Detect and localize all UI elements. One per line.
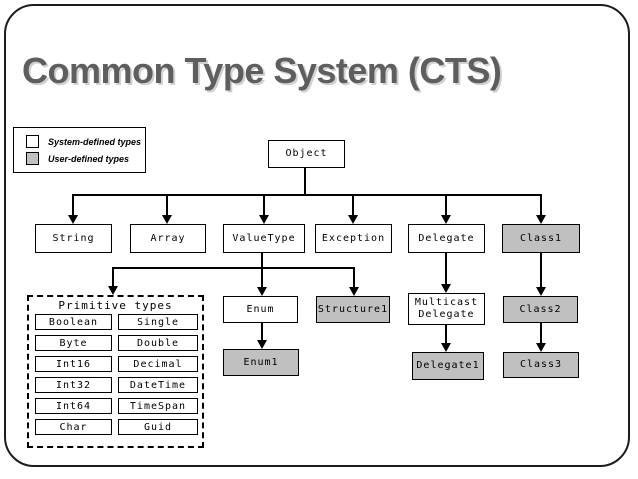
arrowhead-structure1 xyxy=(349,287,359,296)
arrowhead-class3 xyxy=(536,343,546,352)
node-enum: Enum xyxy=(223,296,298,323)
node-array: Array xyxy=(130,224,206,253)
prim-box-char: Char xyxy=(35,419,112,435)
arrowhead-string xyxy=(68,215,78,224)
prim-box-single: Single xyxy=(118,314,198,330)
user-defined-swatch xyxy=(26,152,39,165)
arrowhead-enum xyxy=(257,287,267,296)
arrowhead-delegate xyxy=(441,215,451,224)
prim-box-guid: Guid xyxy=(118,419,198,435)
prim-box-decimal: Decimal xyxy=(118,356,198,372)
primitive-types-title: Primitive types xyxy=(58,299,173,312)
node-class1: Class1 xyxy=(502,224,580,253)
connector-to-array xyxy=(166,195,168,215)
legend: System-defined types User-defined types xyxy=(13,127,146,173)
arrowhead-class1 xyxy=(536,215,546,224)
arrowhead-exception xyxy=(348,215,358,224)
prim-box-boolean: Boolean xyxy=(35,314,112,330)
node-class3: Class3 xyxy=(503,352,579,378)
connector-to-string xyxy=(72,195,74,215)
node-multicast-delegate: Multicast Delegate xyxy=(408,293,485,325)
node-structure1: Structure1 xyxy=(316,296,390,323)
node-object: Object xyxy=(268,140,345,168)
connector-valuetype-rail xyxy=(112,267,355,269)
connector-class2-class3 xyxy=(540,323,542,343)
connector-object-stem xyxy=(304,168,306,196)
node-exception: Exception xyxy=(315,224,392,253)
arrowhead-primitives xyxy=(108,286,118,295)
slide-title: Common Type System (CTS) xyxy=(22,50,502,91)
prim-box-datetime: DateTime xyxy=(118,377,198,393)
connector-to-primitives xyxy=(112,267,114,286)
prim-box-timespan: TimeSpan xyxy=(118,398,198,414)
legend-label: System-defined types xyxy=(48,136,142,147)
legend-label: User-defined types xyxy=(48,153,130,164)
node-delegate1: Delegate1 xyxy=(412,352,484,380)
prim-box-int32: Int32 xyxy=(35,377,112,393)
connector-level2-rail xyxy=(72,194,542,196)
prim-box-byte: Byte xyxy=(35,335,112,351)
connector-to-delegate xyxy=(445,195,447,215)
legend-item-system: System-defined types xyxy=(26,135,145,148)
node-string: String xyxy=(35,224,112,253)
connector-to-structure1 xyxy=(353,267,355,287)
connector-to-exception xyxy=(352,195,354,215)
arrowhead-class2 xyxy=(536,287,546,296)
arrowhead-array xyxy=(162,215,172,224)
arrowhead-multicast-delegate xyxy=(441,284,451,293)
node-delegate: Delegate xyxy=(408,224,485,253)
node-class2: Class2 xyxy=(503,296,578,323)
connector-delegate-multicast xyxy=(445,253,447,284)
legend-item-user: User-defined types xyxy=(26,152,145,165)
connector-enum-enum1 xyxy=(261,323,263,340)
arrowhead-enum1 xyxy=(257,340,267,349)
arrowhead-valuetype xyxy=(259,215,269,224)
connector-valuetype-enum xyxy=(261,253,263,287)
connector-multicast-delegate1 xyxy=(445,325,447,343)
node-enum1: Enum1 xyxy=(223,349,299,376)
arrowhead-delegate1 xyxy=(441,343,451,352)
connector-to-class1 xyxy=(540,195,542,215)
node-valuetype: ValueType xyxy=(223,224,305,253)
slide-border xyxy=(4,4,630,467)
prim-box-int16: Int16 xyxy=(35,356,112,372)
prim-box-int64: Int64 xyxy=(35,398,112,414)
system-defined-swatch xyxy=(26,135,39,148)
connector-class1-class2 xyxy=(540,253,542,287)
connector-to-valuetype xyxy=(263,195,265,215)
prim-box-double: Double xyxy=(118,335,198,351)
